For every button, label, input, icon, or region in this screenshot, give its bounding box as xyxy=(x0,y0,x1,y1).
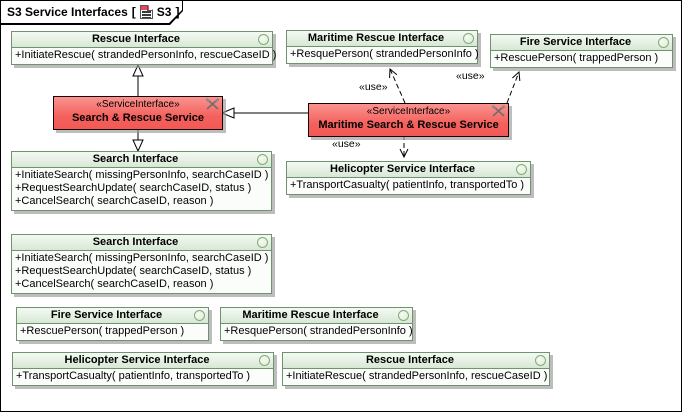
interface-box-maritime-rescue-bottom[interactable]: Maritime Rescue Interface +ResquePerson(… xyxy=(220,307,413,341)
crossed-tools-icon xyxy=(491,105,506,117)
operation: +InitiateRescue( strandedPersonInfo, res… xyxy=(286,370,548,382)
operation: +RequestSearchUpdate( searchCaseID, stat… xyxy=(15,182,252,194)
interface-ball-icon xyxy=(658,37,669,48)
interface-box-fire-bottom[interactable]: Fire Service Interface +RescuePerson( tr… xyxy=(16,307,209,341)
interface-title: Fire Service Interface xyxy=(17,308,208,324)
interface-box-search-2[interactable]: Search Interface +InitiateSearch( missin… xyxy=(11,234,272,294)
operation: +InitiateRescue( strandedPersonInfo, res… xyxy=(15,49,277,61)
bracket-close: ] xyxy=(175,5,180,19)
interface-title: Helicopter Service Interface xyxy=(13,353,273,369)
interface-ball-icon xyxy=(194,310,205,321)
interface-title: Search Interface xyxy=(12,152,271,168)
operation: +CancelSearch( searchCaseID, reason ) xyxy=(15,195,214,207)
interface-box-rescue-bottom[interactable]: Rescue Interface +InitiateRescue( strand… xyxy=(282,352,550,386)
bracket-open: [ xyxy=(131,5,136,19)
diagram-frame-tab-face xyxy=(1,1,182,23)
service-name: Search & Rescue Service xyxy=(71,112,205,124)
interface-box-maritime-rescue-top[interactable]: Maritime Rescue Interface +ResquePerson(… xyxy=(286,30,479,64)
diagram-title-area: S3 Service Interfaces [ S3 ] xyxy=(7,5,179,19)
service-stereotype: «ServiceInterface» xyxy=(366,106,451,117)
interface-title: Rescue Interface xyxy=(12,32,272,48)
diagram-ref: S3 xyxy=(156,5,172,19)
operation: +RescuePerson( trappedPerson ) xyxy=(20,325,185,337)
service-block-search-rescue[interactable]: «ServiceInterface» Search & Rescue Servi… xyxy=(53,96,223,130)
edge-arrowhead-triangle-up[interactable] xyxy=(132,63,144,77)
operation: +ResquePerson( strandedPersonInfo ) xyxy=(290,48,479,60)
crossed-tools-icon xyxy=(205,98,220,110)
interface-box-rescue-top[interactable]: Rescue Interface +InitiateRescue( strand… xyxy=(11,31,277,65)
interface-ball-icon xyxy=(258,34,269,45)
service-stereotype: «ServiceInterface» xyxy=(96,99,180,110)
operation: +InitiateSearch( missingPersonInfo, sear… xyxy=(15,169,269,181)
use-label: «use» xyxy=(359,81,388,93)
interface-box-helicopter-1[interactable]: Helicopter Service Interface +TransportC… xyxy=(286,161,531,195)
edge-use-fire-service[interactable] xyxy=(506,70,521,104)
interface-ball-icon xyxy=(463,33,474,44)
edge-arrowhead-triangle-left[interactable] xyxy=(220,107,235,119)
edge-arrowhead-triangle-down[interactable] xyxy=(132,139,144,153)
interface-title: Maritime Rescue Interface xyxy=(287,31,477,47)
service-name: Maritime Search & Rescue Service xyxy=(318,119,499,131)
page-title: S3 Service Interfaces xyxy=(7,5,128,19)
interface-title: Maritime Rescue Interface xyxy=(221,308,412,324)
operation: +RequestSearchUpdate( searchCaseID, stat… xyxy=(15,265,252,277)
interface-ball-icon xyxy=(257,154,268,165)
interface-box-fire-top[interactable]: Fire Service Interface +RescuePerson( tr… xyxy=(490,34,673,68)
interface-title: Helicopter Service Interface xyxy=(287,162,530,178)
operation: +ResquePerson( strandedPersonInfo ) xyxy=(224,325,413,337)
interface-ball-icon xyxy=(259,355,270,366)
diagram-icon xyxy=(139,5,153,19)
use-label: «use» xyxy=(332,138,361,150)
interface-ball-icon xyxy=(398,310,409,321)
use-label: «use» xyxy=(456,70,485,82)
interface-title: Search Interface xyxy=(12,235,271,251)
operation: +CancelSearch( searchCaseID, reason ) xyxy=(15,278,214,290)
operation: +TransportCasualty( patientInfo, transpo… xyxy=(290,179,525,191)
interface-ball-icon xyxy=(257,237,268,248)
interface-title: Fire Service Interface xyxy=(491,35,672,51)
edge-use-maritime-rescue[interactable] xyxy=(389,67,406,104)
interface-box-search-1[interactable]: Search Interface +InitiateSearch( missin… xyxy=(11,151,272,211)
operation: +InitiateSearch( missingPersonInfo, sear… xyxy=(15,252,269,264)
interface-ball-icon xyxy=(516,164,527,175)
operation: +TransportCasualty( patientInfo, transpo… xyxy=(16,370,251,382)
interface-ball-icon xyxy=(535,355,546,366)
interface-box-helicopter-bottom[interactable]: Helicopter Service Interface +TransportC… xyxy=(12,352,274,386)
operation: +RescuePerson( trappedPerson ) xyxy=(494,52,659,64)
interface-title: Rescue Interface xyxy=(283,353,549,369)
service-block-maritime-search-rescue[interactable]: «ServiceInterface» Maritime Search & Res… xyxy=(308,103,509,137)
